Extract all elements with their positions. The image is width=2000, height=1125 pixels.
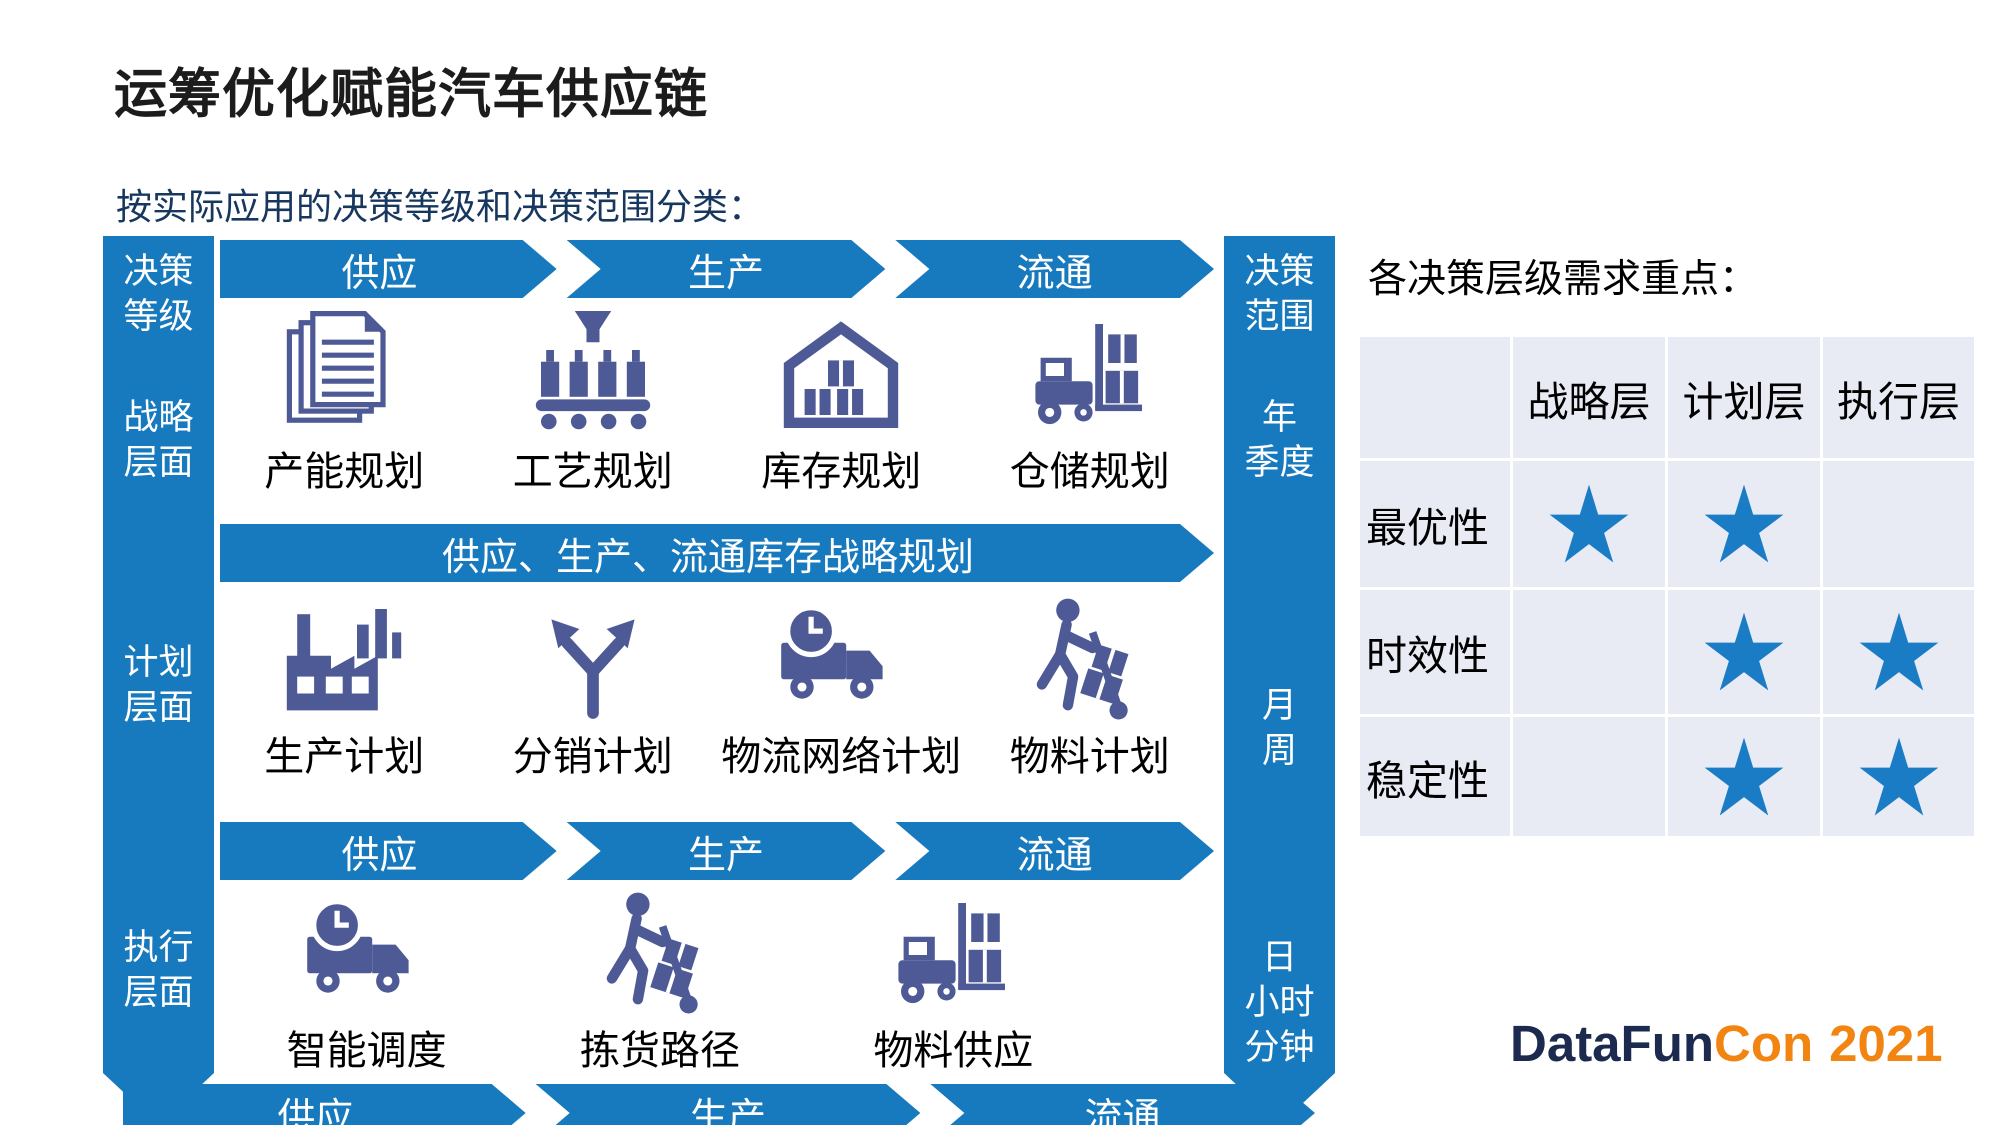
star-cell bbox=[1513, 717, 1665, 836]
item-label: 物料供应 bbox=[873, 1029, 1034, 1073]
level-planning: 计划 层面 bbox=[123, 643, 194, 727]
column-header-execution: 执行层 bbox=[1823, 337, 1974, 458]
strategy-band-label: 供应、生产、流通库存战略规划 bbox=[220, 524, 1214, 582]
star-cell bbox=[1668, 461, 1820, 587]
hand-truck-icon bbox=[1025, 596, 1155, 726]
scope-year-quarter: 年 季度 bbox=[1244, 398, 1315, 482]
planning-row: 生产计划 分销计划 物流网络计划 物料计划 bbox=[220, 596, 1214, 780]
band-segment-distribution: 流通 bbox=[895, 240, 1214, 298]
supply-chain-diagram: 供应 生产 流通 决策 等级 战略 层面 计划 层面 执行 层面 决策 范围 年… bbox=[103, 236, 1335, 1125]
item-label: 库存规划 bbox=[761, 450, 922, 494]
star-icon bbox=[1546, 483, 1632, 565]
production-line-icon bbox=[528, 311, 658, 441]
scope-month-week: 月 周 bbox=[1261, 686, 1297, 770]
strategy-band: 供应、生产、流通库存战略规划 bbox=[220, 524, 1214, 582]
decision-scope-header: 决策 范围 bbox=[1244, 252, 1315, 336]
row-label-timeliness: 时效性 bbox=[1360, 590, 1510, 714]
star-cell bbox=[1513, 461, 1665, 587]
item-picking-route: 拣货路径 bbox=[513, 890, 806, 1074]
needs-table: 战略层 计划层 执行层 最优性 时效性 稳定性 bbox=[1360, 337, 1974, 836]
item-warehouse-planning: 仓储规划 bbox=[966, 311, 1215, 495]
documents-icon bbox=[279, 311, 409, 441]
item-label: 物流网络计划 bbox=[721, 735, 962, 779]
star-icon bbox=[1701, 611, 1787, 693]
star-icon bbox=[1856, 611, 1942, 693]
flow-band-bottom: 供应 生产 流通 bbox=[123, 1084, 1315, 1125]
item-material-plan: 物料计划 bbox=[966, 596, 1215, 780]
item-label: 生产计划 bbox=[264, 735, 425, 779]
column-header-planning: 计划层 bbox=[1668, 337, 1820, 458]
star-cell bbox=[1668, 717, 1820, 836]
item-label: 智能调度 bbox=[286, 1029, 447, 1073]
star-cell bbox=[1513, 590, 1665, 714]
band-segment-supply: 供应 bbox=[123, 1084, 526, 1125]
diagram-content: 供应 生产 流通 产能规划 工艺规划 库存规划 bbox=[220, 236, 1214, 1074]
star-cell bbox=[1668, 590, 1820, 714]
item-label: 仓储规划 bbox=[1009, 450, 1170, 494]
item-inventory-planning: 库存规划 bbox=[717, 311, 966, 495]
item-label: 分销计划 bbox=[512, 735, 673, 779]
logo-brand: DataFun bbox=[1510, 1015, 1714, 1072]
decision-scope-axis: 决策 范围 年 季度 月 周 日 小时 分钟 bbox=[1224, 236, 1335, 1125]
star-cell bbox=[1823, 461, 1974, 587]
factory-icon bbox=[279, 596, 409, 726]
item-label: 产能规划 bbox=[264, 450, 425, 494]
star-icon bbox=[1701, 736, 1787, 818]
page-title: 运筹优化赋能汽车供应链 bbox=[114, 65, 708, 124]
item-label: 物料计划 bbox=[1009, 735, 1170, 779]
item-label: 工艺规划 bbox=[512, 450, 673, 494]
band-segment-production: 生产 bbox=[567, 240, 886, 298]
band-segment-supply: 供应 bbox=[220, 822, 557, 880]
star-cell bbox=[1823, 590, 1974, 714]
hand-truck-icon bbox=[595, 890, 725, 1020]
decision-level-axis: 决策 等级 战略 层面 计划 层面 执行 层面 bbox=[103, 236, 214, 1125]
datafuncon-logo: DataFunCon 2021 bbox=[1510, 1014, 1943, 1073]
truck-clock-icon bbox=[776, 596, 906, 726]
band-segment-production: 生产 bbox=[567, 822, 886, 880]
forklift-icon bbox=[1025, 311, 1155, 441]
item-production-plan: 生产计划 bbox=[220, 596, 469, 780]
decision-level-header: 决策 等级 bbox=[123, 252, 194, 336]
item-process-planning: 工艺规划 bbox=[469, 311, 718, 495]
flow-band-exec: 供应 生产 流通 bbox=[220, 822, 1214, 880]
row-label-optimality: 最优性 bbox=[1360, 461, 1510, 587]
needs-heading: 各决策层级需求重点： bbox=[1368, 258, 1759, 301]
star-icon bbox=[1856, 736, 1942, 818]
flow-band-top: 供应 生产 流通 bbox=[220, 240, 1214, 298]
item-label: 拣货路径 bbox=[579, 1029, 740, 1073]
logo-brand-accent: Con bbox=[1714, 1015, 1814, 1072]
item-smart-dispatch: 智能调度 bbox=[220, 890, 513, 1074]
table-corner-cell bbox=[1360, 337, 1510, 458]
star-cell bbox=[1823, 717, 1974, 836]
row-label-stability: 稳定性 bbox=[1360, 717, 1510, 836]
item-distribution-plan: 分销计划 bbox=[469, 596, 718, 780]
column-header-strategic: 战略层 bbox=[1513, 337, 1665, 458]
band-segment-production: 生产 bbox=[536, 1084, 921, 1125]
item-capacity-planning: 产能规划 bbox=[220, 311, 469, 495]
strategic-row: 产能规划 工艺规划 库存规划 仓储规划 bbox=[220, 311, 1214, 495]
warehouse-icon bbox=[776, 311, 906, 441]
band-segment-supply: 供应 bbox=[220, 240, 557, 298]
item-material-supply: 物料供应 bbox=[807, 890, 1100, 1074]
subtitle: 按实际应用的决策等级和决策范围分类： bbox=[116, 186, 765, 227]
item-logistics-network-plan: 物流网络计划 bbox=[717, 596, 966, 780]
truck-clock-icon bbox=[302, 890, 432, 1020]
execution-row: 智能调度 拣货路径 物料供应 bbox=[220, 890, 1100, 1074]
logo-year: 2021 bbox=[1829, 1015, 1943, 1072]
split-arrows-icon bbox=[528, 596, 658, 726]
scope-day-hour-minute: 日 小时 分钟 bbox=[1244, 938, 1315, 1067]
level-strategic: 战略 层面 bbox=[123, 398, 194, 482]
star-icon bbox=[1701, 483, 1787, 565]
forklift-icon bbox=[888, 890, 1018, 1020]
band-segment-distribution: 流通 bbox=[895, 822, 1214, 880]
level-execution: 执行 层面 bbox=[123, 928, 194, 1012]
